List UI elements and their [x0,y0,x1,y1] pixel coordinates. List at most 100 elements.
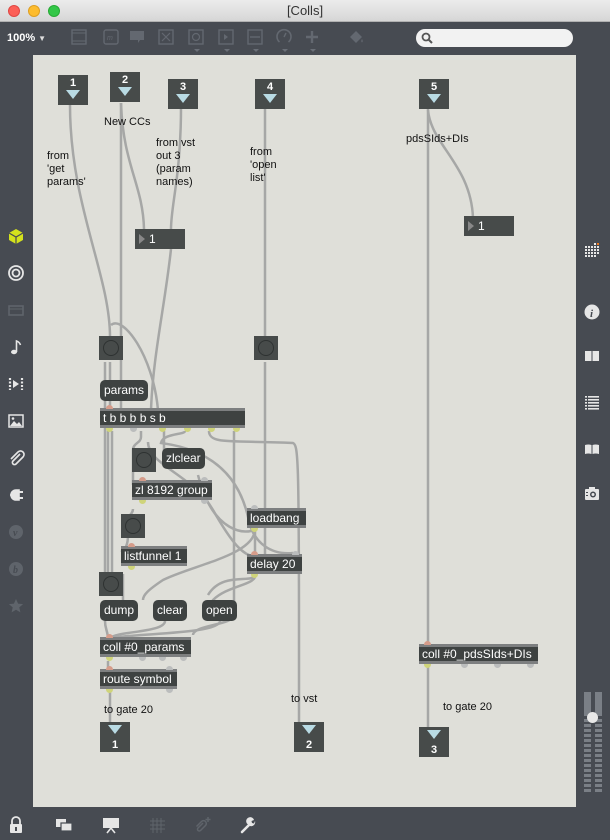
comment-icon[interactable]: m [102,28,120,46]
outlet-port[interactable] [180,657,187,661]
inlet-port[interactable] [201,477,208,481]
outlet-port[interactable] [159,428,166,432]
message-icon[interactable] [128,28,146,46]
chevron-down-icon[interactable] [282,49,288,52]
outlet-port[interactable] [159,657,166,661]
number-box[interactable]: 1 [464,216,514,236]
presentation-panel-icon[interactable] [70,28,88,46]
outlet-port[interactable] [461,664,468,668]
outlet-port[interactable] [201,500,208,504]
cube-icon[interactable] [6,226,26,246]
message-zlclear[interactable]: zlclear [162,448,205,469]
slider-icon[interactable] [246,28,264,46]
outlet-1[interactable]: 1 [100,722,130,752]
outlet-port[interactable] [128,566,135,570]
search-input[interactable] [416,29,573,47]
music-note-icon[interactable] [6,337,26,357]
new-clipping-icon[interactable] [193,815,213,835]
outlet-port[interactable] [527,664,534,668]
lock-icon[interactable] [6,815,26,835]
outlet-port[interactable] [233,428,240,432]
close-button[interactable] [8,5,20,17]
object-zl-group[interactable]: zl 8192 group [132,480,212,500]
outlet-port[interactable] [424,664,431,668]
object-trigger[interactable]: t b b b b s b [100,408,245,428]
inlet-port[interactable] [166,666,173,670]
book-open-icon[interactable] [582,346,602,366]
outlet-port[interactable] [106,657,113,661]
object-loadbang[interactable]: loadbang [247,508,306,528]
number-box[interactable]: 1 [135,229,185,249]
outlet-3[interactable]: 3 [419,727,449,757]
object-delay[interactable]: delay 20 [247,554,302,574]
bang-button[interactable] [99,572,123,596]
inlet-4[interactable]: 4 [255,79,285,109]
list-icon[interactable] [582,392,602,412]
minimize-button[interactable] [28,5,40,17]
audio-level-meter[interactable] [584,692,604,792]
zoom-button[interactable] [48,5,60,17]
image-icon[interactable] [6,411,26,431]
vizzie-icon[interactable]: v [6,522,26,542]
outlet-port[interactable] [251,528,258,532]
outlet-port[interactable] [166,689,173,693]
bang-button[interactable] [121,514,145,538]
inlet-port[interactable] [292,551,299,555]
bang-button[interactable] [99,336,123,360]
object-route-symbol[interactable]: route symbol [100,669,177,689]
patcher-canvas[interactable]: 1 2 3 4 5 New CCs from 'get params' from… [33,55,576,807]
outlet-port[interactable] [106,689,113,693]
inlet-port[interactable] [251,551,258,555]
volume-slider-handle[interactable] [587,712,598,723]
chevron-down-icon[interactable] [224,49,230,52]
inlet-port[interactable] [106,666,113,670]
reference-icon[interactable] [582,439,602,459]
outlet-2[interactable]: 2 [294,722,324,752]
zoom-level-dropdown[interactable]: 100%▼ [7,32,46,44]
outlet-port[interactable] [494,664,501,668]
object-coll-params[interactable]: coll #0_params [100,637,191,657]
chevron-down-icon[interactable] [194,49,200,52]
inlet-port[interactable] [251,505,258,509]
message-params[interactable]: params [100,380,149,401]
video-icon[interactable] [6,374,26,394]
outlet-port[interactable] [139,500,146,504]
camera-icon[interactable] [582,484,602,504]
presentation-icon[interactable] [101,815,121,835]
target-icon[interactable] [6,263,26,283]
chevron-down-icon[interactable] [253,49,259,52]
inlet-port[interactable] [106,634,113,638]
outlet-port[interactable] [106,428,113,432]
toggle-icon[interactable] [157,28,175,46]
play-icon[interactable] [217,28,235,46]
info-icon[interactable]: i [582,302,602,322]
outlet-port[interactable] [139,657,146,661]
outlet-port[interactable] [208,428,215,432]
grid-icon[interactable] [582,241,602,261]
message-dump[interactable]: dump [100,600,139,621]
button-icon[interactable] [187,28,205,46]
object-coll-pdssids[interactable]: coll #0_pdsSIds+DIs [419,644,538,664]
inlet-1[interactable]: 1 [58,75,88,105]
grid-icon[interactable] [147,815,167,835]
inlet-2[interactable]: 2 [110,72,140,102]
device-icon[interactable] [6,300,26,320]
message-open[interactable]: open [202,600,237,621]
windows-icon[interactable] [54,815,74,835]
wrench-icon[interactable] [239,815,259,835]
plug-icon[interactable] [6,485,26,505]
inlet-5[interactable]: 5 [419,79,449,109]
inlet-port[interactable] [128,543,135,547]
bang-button[interactable] [132,448,156,472]
outlet-port[interactable] [184,428,191,432]
beap-icon[interactable]: b [6,559,26,579]
paint-bucket-icon[interactable] [347,28,365,46]
add-icon[interactable] [303,28,321,46]
inlet-3[interactable]: 3 [168,79,198,109]
chevron-down-icon[interactable] [310,49,316,52]
object-listfunnel[interactable]: listfunnel 1 [121,546,187,566]
paperclip-icon[interactable] [6,448,26,468]
inlet-port[interactable] [106,405,113,409]
outlet-port[interactable] [251,574,258,578]
outlet-port[interactable] [130,428,137,432]
